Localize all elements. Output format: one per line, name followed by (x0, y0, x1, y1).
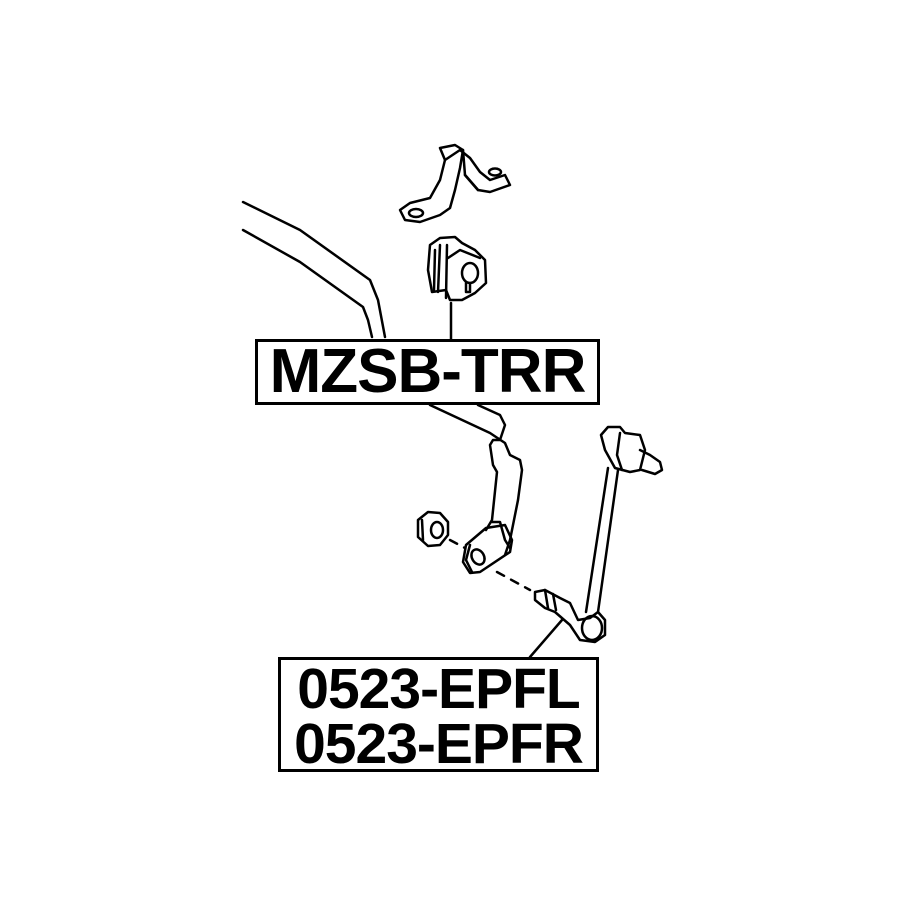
bushing-part-number: MZSB-TRR (269, 337, 587, 406)
assembly-dashes (448, 538, 532, 592)
bushing (426, 235, 488, 341)
link-left-part-number: 0523-EPFL (297, 657, 580, 721)
link-right-part-number: 0523-EPFR (294, 712, 584, 776)
stabilizer-bar (241, 200, 524, 557)
bar-end-eye (461, 523, 514, 575)
link-part-label: 0523-EPFL 0523-EPFR (278, 657, 599, 776)
bushing-part-label: MZSB-TRR (255, 339, 600, 405)
stabilizer-link (528, 425, 664, 659)
bracket (398, 143, 512, 224)
nut (416, 510, 450, 548)
